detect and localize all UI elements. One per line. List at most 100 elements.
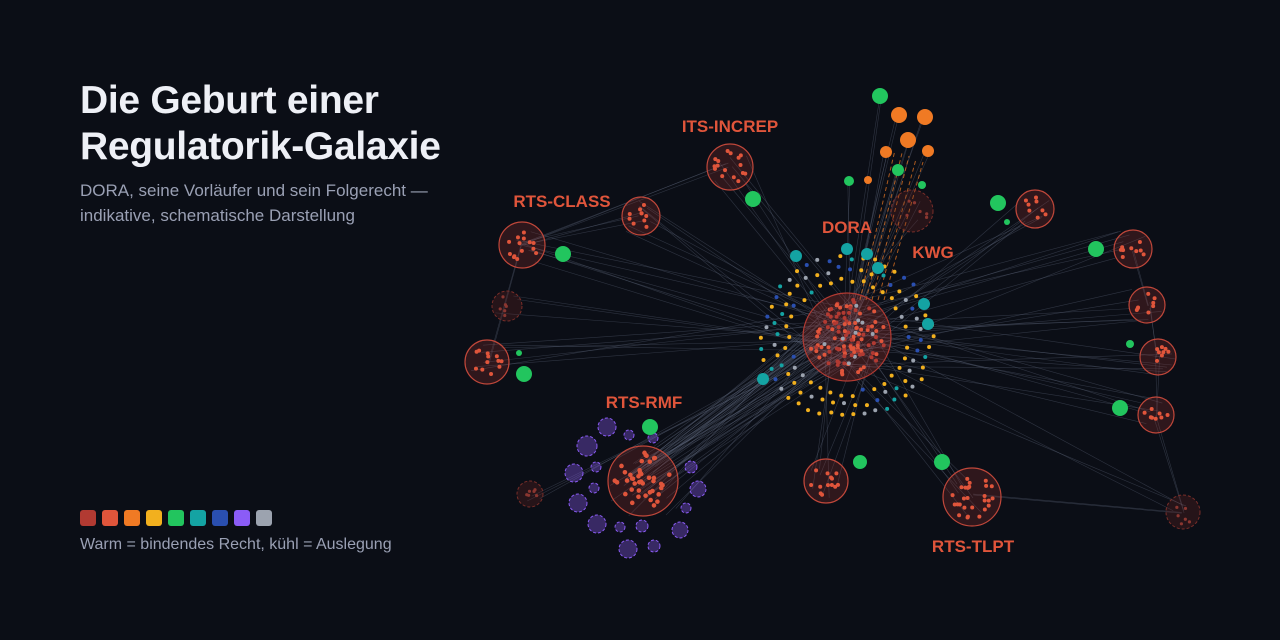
cluster-member-dot	[647, 459, 653, 464]
color-legend	[80, 510, 272, 526]
title-line-1: Die Geburt einer	[80, 79, 379, 122]
cluster-member-dot	[531, 246, 536, 251]
cluster-member-dot	[731, 175, 736, 180]
cluster-member-dot	[494, 354, 499, 359]
link-line	[827, 346, 1147, 424]
halo-dot	[919, 377, 924, 382]
cluster-member-dot	[829, 475, 834, 480]
link-line	[844, 207, 1039, 360]
ghost-member-dot	[503, 313, 507, 318]
link-line	[729, 157, 857, 312]
dora-member-dot	[847, 321, 852, 326]
link-line	[515, 239, 851, 309]
halo-dot	[923, 355, 928, 360]
link-line	[847, 95, 882, 338]
halo-dot	[881, 273, 886, 278]
dora-member-dot	[830, 327, 835, 332]
halo-dot	[861, 279, 866, 284]
dora-member-dot	[826, 345, 831, 350]
cluster-member-dot	[655, 499, 660, 504]
halo-dot	[851, 412, 856, 417]
link-line	[633, 322, 837, 464]
link-line	[973, 494, 1182, 514]
purple-satellite	[576, 435, 598, 457]
cluster-circle	[1015, 189, 1055, 229]
cluster-member-dot	[1155, 358, 1160, 363]
halo-dot	[850, 394, 855, 399]
cluster-member-dot	[736, 179, 741, 184]
link-line	[628, 312, 855, 475]
link-line	[645, 351, 869, 497]
halo-dot	[795, 269, 800, 274]
link-layer	[471, 95, 1187, 517]
halo-dot	[883, 389, 888, 394]
dora-member-dot	[842, 361, 847, 366]
dora-member-dot	[872, 309, 877, 314]
teal-node	[841, 243, 853, 255]
cluster-member-dot	[486, 354, 491, 359]
cluster-member-dot	[982, 507, 987, 512]
legend-swatch	[146, 510, 162, 526]
green-node	[853, 455, 867, 469]
halo-dot	[773, 377, 778, 382]
cluster-circle	[498, 221, 546, 269]
link-line	[846, 152, 931, 337]
dora-member-dot	[815, 334, 820, 339]
dora-member-dot	[869, 355, 874, 360]
halo-dot	[905, 345, 910, 350]
cluster-member-dot	[1159, 353, 1164, 358]
halo-dot	[872, 387, 877, 392]
purple-satellite	[623, 429, 635, 441]
link-line	[829, 217, 1042, 331]
dora-member-dot	[852, 354, 857, 359]
link-line	[647, 207, 843, 341]
purple-satellite	[587, 514, 607, 534]
halo-dot	[759, 347, 764, 352]
orange-node	[864, 176, 872, 184]
halo-dot	[914, 316, 919, 321]
cluster-member-dot	[1136, 305, 1141, 310]
halo-dot	[931, 334, 936, 339]
cluster-member-dot	[1043, 212, 1048, 217]
purple-satellite	[564, 463, 584, 483]
dora-member-dot	[873, 335, 878, 340]
ghost-member-dot	[918, 209, 922, 214]
halo-dot	[911, 282, 916, 287]
dora-member-dot	[857, 352, 862, 357]
green-node	[1088, 241, 1104, 257]
link-line	[843, 319, 1149, 330]
cluster-member-dot	[1040, 208, 1045, 213]
dora-member-dot	[848, 305, 853, 310]
link-line	[1156, 355, 1161, 417]
cluster-member-dot	[637, 467, 642, 473]
halo-dot	[875, 398, 880, 403]
cluster-member-dot	[959, 485, 964, 490]
cluster-member-dot	[480, 367, 485, 372]
label-dora: DORA	[822, 218, 872, 237]
cluster-member-dot	[1152, 296, 1157, 301]
link-line	[1155, 355, 1158, 414]
dora-member-dot	[860, 352, 865, 357]
page-subtitle: DORA, seine Vorläufer und sein Folgerech…	[80, 178, 428, 228]
link-line	[714, 180, 844, 338]
cluster-member-dot	[1035, 215, 1040, 220]
halo-dot	[892, 397, 897, 402]
dora-member-dot	[874, 358, 879, 363]
dora-member-dot	[859, 327, 864, 332]
cluster-member-dot	[1161, 350, 1166, 355]
cluster-circle	[1139, 338, 1177, 376]
dora-halo	[758, 254, 936, 417]
halo-dot	[765, 314, 770, 319]
link-line	[835, 361, 1160, 412]
cluster-member-dot	[833, 484, 838, 489]
cluster-member-dot	[963, 485, 968, 490]
halo-dot	[828, 281, 833, 286]
link-line	[666, 340, 856, 499]
cluster-member-dot	[643, 493, 648, 498]
link-line	[635, 354, 840, 464]
halo-dot	[787, 277, 792, 282]
dora-member-dot	[851, 346, 856, 351]
halo-dot	[772, 321, 777, 326]
link-line	[637, 347, 871, 490]
ghost-member-dot	[1179, 522, 1184, 526]
